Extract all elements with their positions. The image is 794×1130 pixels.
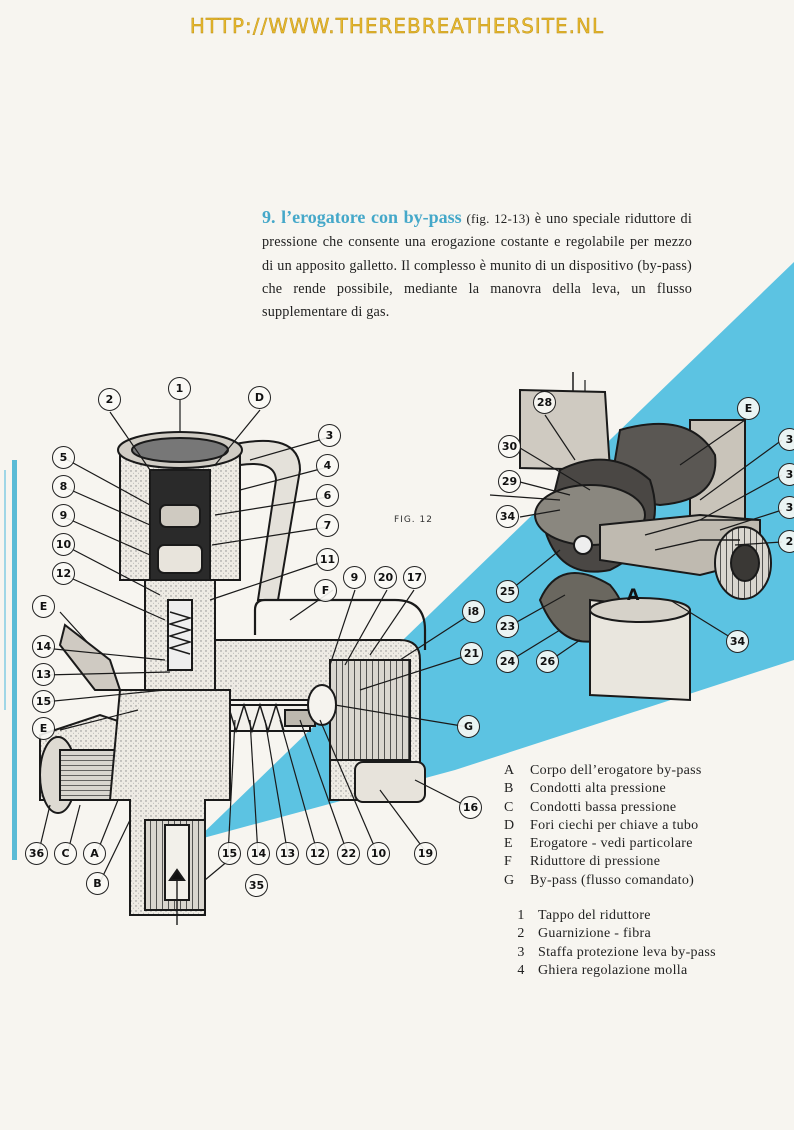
callout-29: 29 [498, 470, 521, 493]
callout-2-edge: 2 [778, 530, 794, 553]
parts-row: 1 Tappo del riduttore [504, 907, 784, 925]
callout-3: 3 [318, 424, 341, 447]
legend-text: Riduttore di pressione [530, 854, 661, 870]
callout-e-detail: E [737, 397, 760, 420]
part-text: Ghiera regolazione molla [538, 962, 688, 978]
callout-35: 35 [245, 874, 268, 897]
callout-3-edge-a: 3 [778, 428, 794, 451]
callout-8: 8 [52, 475, 75, 498]
callout-15: 15 [32, 690, 55, 713]
callout-c: C [54, 842, 77, 865]
callout-34-lower: 34 [726, 630, 749, 653]
part-text: Tappo del riduttore [538, 908, 651, 923]
callout-7: 7 [316, 514, 339, 537]
legend-row: D Fori ciechi per chiave a tubo [504, 817, 784, 835]
callout-9: 9 [52, 504, 75, 527]
callout-13-bottom: 13 [276, 842, 299, 865]
callout-14: 14 [32, 635, 55, 658]
callout-f: F [314, 579, 337, 602]
callout-19: 19 [414, 842, 437, 865]
callout-20: 20 [374, 566, 397, 589]
callout-25: 25 [496, 580, 519, 603]
detail-letter-a: A [627, 585, 640, 604]
callout-16: 16 [459, 796, 482, 819]
part-text: Staffa protezione leva by-pass [538, 944, 716, 960]
legend-row: E Erogatore - vedi particolare [504, 835, 784, 853]
callout-10-bottom: 10 [367, 842, 390, 865]
legend-row: B Condotti alta pressione [504, 780, 784, 798]
part-text: Guarnizione - fibra [538, 926, 651, 942]
letter-legend: A Corpo dell’erogatore by-pass B Condotti … [504, 762, 784, 890]
callout-5: 5 [52, 446, 75, 469]
callout-e-lever: E [32, 595, 55, 618]
parts-row: 4 Ghiera regolazione molla [504, 962, 784, 980]
legend-key: F [504, 854, 513, 870]
callout-g: G [457, 715, 480, 738]
legend-text: Corpo dell’erogatore by-pass [530, 763, 702, 778]
callout-18: i8 [462, 600, 485, 623]
callout-13: 13 [32, 663, 55, 686]
callout-15-bottom: 15 [218, 842, 241, 865]
callout-34: 34 [496, 505, 519, 528]
parts-row: 3 Staffa protezione leva by-pass [504, 944, 784, 962]
legend-key: C [504, 799, 514, 815]
callout-1: 1 [168, 377, 191, 400]
callout-3-edge-b: 3 [778, 463, 794, 486]
legend-row: F Riduttore di pressione [504, 853, 784, 871]
callout-4: 4 [316, 454, 339, 477]
legend-text: Condotti bassa pressione [530, 799, 677, 815]
legend-key: B [504, 781, 514, 797]
parts-row: 2 Guarnizione - fibra [504, 925, 784, 943]
legend-key: E [504, 836, 513, 852]
part-number: 2 [517, 926, 525, 942]
section-body: è uno speciale riduttore di pressione ch… [262, 211, 692, 320]
legend-text: Fori ciechi per chiave a tubo [530, 817, 699, 833]
callout-b: B [86, 872, 109, 895]
callout-23: 23 [496, 615, 519, 638]
callout-28: 28 [533, 391, 556, 414]
callout-21: 21 [460, 642, 483, 665]
legend-text: By-pass (flusso comandato) [530, 872, 695, 888]
margin-stripe-thin [4, 470, 6, 710]
callout-22: 22 [337, 842, 360, 865]
margin-stripe [12, 460, 17, 860]
callout-14-bottom: 14 [247, 842, 270, 865]
callout-2: 2 [98, 388, 121, 411]
callout-30: 30 [498, 435, 521, 458]
part-number: 4 [517, 962, 525, 978]
part-number: 3 [517, 944, 525, 960]
legend-key: G [504, 872, 515, 888]
figure-label: FIG. 12 [394, 515, 433, 525]
legend-text: Erogatore - vedi particolare [530, 836, 693, 852]
parts-list: 1 Tappo del riduttore 2 Guarnizione - fibr… [504, 907, 784, 980]
legend-key: D [504, 817, 515, 833]
callout-a: A [83, 842, 106, 865]
callout-e: E [32, 717, 55, 740]
callout-9-top: 9 [343, 566, 366, 589]
callout-12: 12 [52, 562, 75, 585]
figure-reference: (fig. 12-13) [466, 211, 530, 227]
callout-10: 10 [52, 533, 75, 556]
callout-12-bottom: 12 [306, 842, 329, 865]
callout-26: 26 [536, 650, 559, 673]
legend-key: A [504, 763, 515, 778]
section-heading: 9. l’erogatore con by-pass [262, 207, 462, 228]
legend-row: C Condotti bassa pressione [504, 799, 784, 817]
legend-text: Condotti alta pressione [530, 781, 666, 797]
callout-d: D [248, 386, 271, 409]
part-number: 1 [517, 908, 525, 923]
cross-section-drawing [39, 431, 427, 925]
watermark-url[interactable]: HTTP://WWW.THEREBREATHERSITE.NL [189, 14, 605, 38]
legend-row: A Corpo dell’erogatore by-pass [504, 762, 784, 780]
section-paragraph: 9. l’erogatore con by-pass (fig. 12-13) … [262, 206, 692, 324]
legend-row: G By-pass (flusso comandato) [504, 872, 784, 890]
callout-6: 6 [316, 484, 339, 507]
callout-24: 24 [496, 650, 519, 673]
callout-36: 36 [25, 842, 48, 865]
callout-17: 17 [403, 566, 426, 589]
callout-11: 11 [316, 548, 339, 571]
callout-3-edge-c: 3 [778, 496, 794, 519]
